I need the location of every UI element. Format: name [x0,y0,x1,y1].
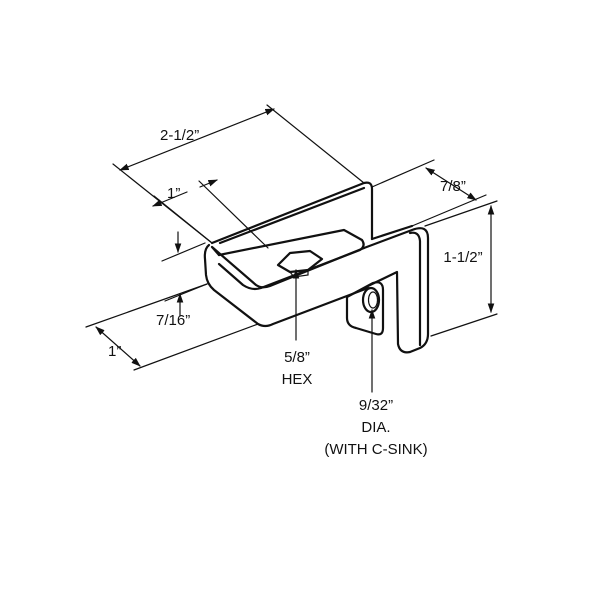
vertical-leg-edge [408,231,422,347]
cradle-offset-label: 1” [167,185,180,202]
cradle-inner-floor [217,228,365,291]
hole-note-label: (WITH C-SINK) [324,441,427,458]
base-thickness-label: 7/16” [156,312,190,329]
dimension-lines [85,104,498,393]
hex-text-label: HEX [282,371,313,388]
vertical-leg [362,227,430,354]
height-label: 1-1/2” [443,249,482,266]
overall-length-label: 2-1/2” [160,127,199,144]
wall-thickness-label: 7/8” [440,178,466,195]
hex-socket [276,249,324,274]
front-depth-label: 1” [108,343,121,360]
hex-socket-depth [289,269,309,278]
cradle-front-lip-top [210,245,366,289]
dimension-labels: 2-1/2” 1” 7/8” 1-1/2” 7/16” 1” 5/8” HEX … [108,127,483,458]
mounting-tab [345,281,385,336]
hole-size-label: 9/32” [359,397,393,414]
cradle-front-lip [203,243,370,328]
vertical-leg-back [370,224,414,241]
cradle-back-wall [210,181,374,245]
cradle-back-wall-inner [218,186,366,245]
hole-dia-label: DIA. [361,419,390,436]
countersink-hole [361,286,381,314]
hex-size-label: 5/8” [284,349,310,366]
hole-bore [367,291,379,309]
bracket-body [203,181,430,354]
